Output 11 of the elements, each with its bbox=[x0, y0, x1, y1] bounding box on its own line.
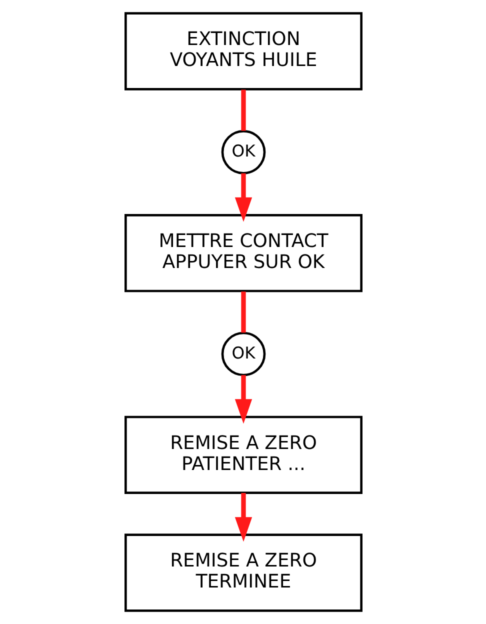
node-circle: OK bbox=[220, 130, 266, 174]
arrow bbox=[234, 173, 252, 222]
node-box: REMISE A ZERO TERMINEE bbox=[124, 534, 362, 612]
node-box: EXTINCTION VOYANTS HUILE bbox=[124, 12, 362, 90]
node-box: REMISE A ZERO PATIENTER ... bbox=[124, 416, 362, 494]
connector bbox=[240, 292, 246, 333]
node-box: METTRE CONTACT APPUYER SUR OK bbox=[124, 214, 362, 292]
connector bbox=[240, 90, 246, 131]
arrow bbox=[234, 492, 252, 542]
arrow bbox=[234, 375, 252, 424]
node-circle: OK bbox=[220, 332, 266, 376]
